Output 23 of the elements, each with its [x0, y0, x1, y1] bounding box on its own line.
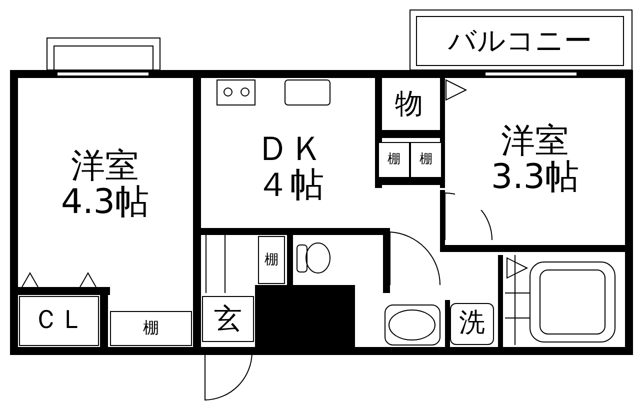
room-label: 4.3帖: [60, 185, 150, 221]
room-label: 棚: [143, 320, 159, 337]
room-label: 洋室: [71, 149, 139, 185]
room-area: [19, 296, 99, 346]
room-label: 棚: [388, 153, 400, 167]
room-label: ４帖: [256, 168, 324, 204]
room-label: 棚: [264, 252, 278, 268]
room-area: [416, 16, 624, 66]
room-area: [410, 142, 442, 178]
room-area: [450, 303, 494, 345]
room-label: 玄: [214, 304, 242, 334]
room-label: 物: [395, 89, 423, 119]
room-label: 洗: [459, 310, 485, 338]
room-label: 3.3帖: [490, 160, 580, 196]
room-area: [110, 311, 192, 346]
room-area: [202, 296, 254, 342]
room-area: [378, 142, 410, 178]
room-area: [258, 236, 285, 284]
room-label: ＣＬ: [33, 307, 85, 335]
room-label: 洋室: [501, 124, 569, 160]
room-label: ＤＫ: [256, 132, 324, 168]
room-label: バルコニー: [448, 26, 592, 56]
room-label: 棚: [420, 153, 432, 167]
